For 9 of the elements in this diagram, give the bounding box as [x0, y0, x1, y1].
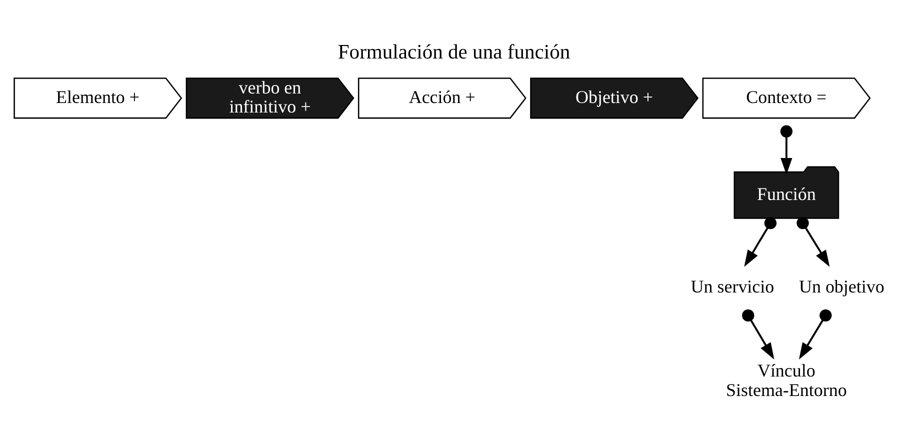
node-text: Un servicio: [690, 276, 774, 296]
arrow: [742, 309, 774, 360]
node-text: Un objetivo: [799, 276, 884, 296]
node-text: Vínculo Sistema-Entorno: [726, 360, 847, 400]
arrow: [796, 216, 830, 267]
arrow: [744, 216, 777, 267]
arrow: [780, 125, 793, 175]
arrow: [798, 309, 832, 360]
diagram-title: Formulación de una función: [338, 42, 570, 64]
